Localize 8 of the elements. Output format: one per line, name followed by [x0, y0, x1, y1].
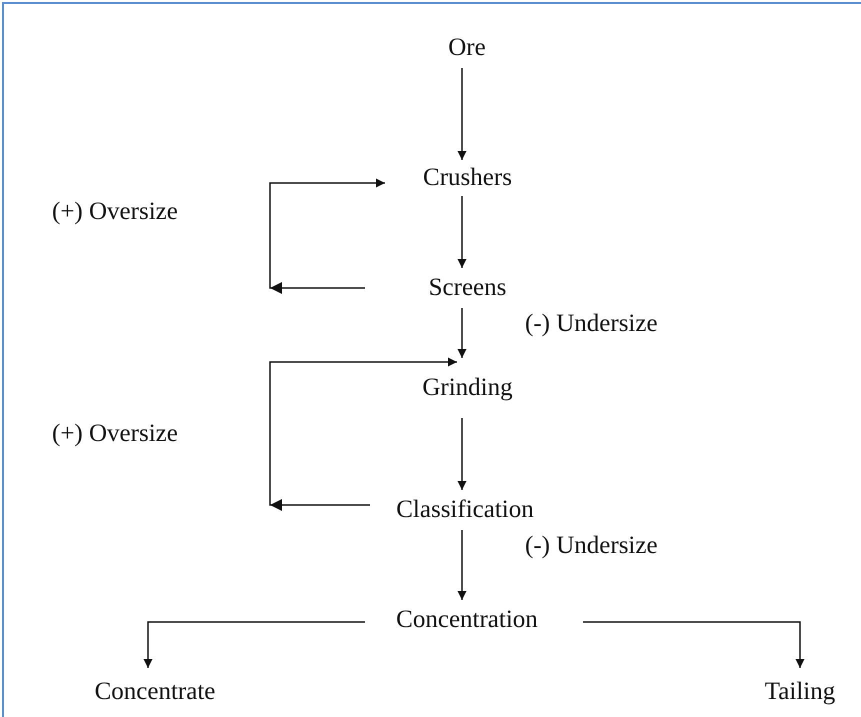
process-label: Tailing [764, 678, 836, 706]
process-label: Ore [448, 34, 486, 62]
process-label: Crushers [423, 164, 512, 192]
process-label: Grinding [422, 374, 513, 402]
process-label: Concentration [396, 606, 538, 634]
process-label: Concentrate [94, 678, 216, 706]
process-label: Screens [428, 274, 506, 302]
process-label: Classification [396, 496, 534, 524]
